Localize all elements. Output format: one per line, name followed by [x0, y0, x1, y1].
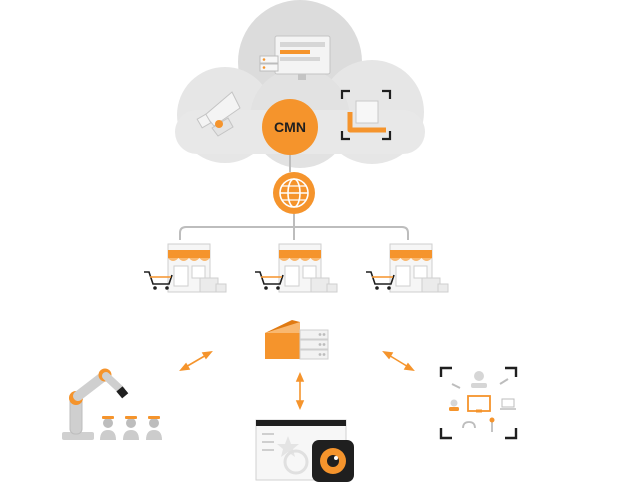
- worker-icon: [123, 416, 139, 440]
- retail-store-icon: [255, 243, 338, 293]
- megaphone-icon: [196, 91, 241, 137]
- cmn-hub-icon: CMN: [262, 99, 318, 155]
- dashboard-monitor-icon: [259, 35, 331, 80]
- edge-server-icon: [265, 320, 329, 360]
- link-arrow-iot: [382, 350, 415, 372]
- link-arrow-vision: [295, 371, 305, 411]
- worker-icon: [146, 416, 162, 440]
- link-arrow-robotics: [179, 350, 213, 372]
- camera-screen-icon: [255, 419, 354, 482]
- scan-frame-icon: [340, 89, 392, 141]
- retail-store-icon: [366, 243, 449, 293]
- robot-arm-icon: [62, 368, 129, 440]
- globe-icon: [273, 172, 315, 214]
- network-connector: [179, 214, 409, 240]
- connected-devices-icon: [439, 366, 518, 440]
- retail-store-icon: [144, 243, 227, 293]
- worker-icon: [100, 416, 116, 440]
- hub-label: CMN: [274, 119, 306, 135]
